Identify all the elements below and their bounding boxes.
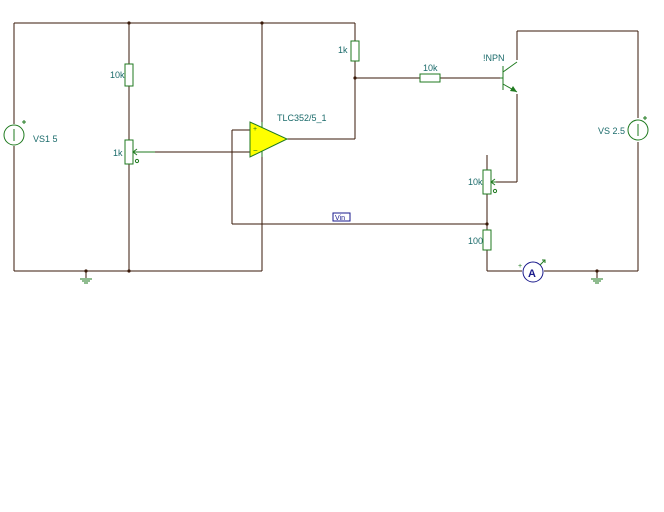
opamp-label: TLC352/5_1 (277, 113, 327, 123)
opamp-tlc352[interactable]: + − TLC352/5_1 (249, 113, 327, 158)
vs1-voltage-source[interactable]: VS1 5 (3, 120, 58, 146)
resistor-10k-base-label: 10k (423, 63, 438, 73)
svg-text:+: + (518, 263, 522, 270)
vin-probe[interactable]: Vin (332, 212, 351, 222)
vs2-label: VS 2.5 (598, 126, 625, 136)
resistor-100-sense[interactable]: 100 (468, 229, 492, 251)
npn-transistor[interactable]: !NPN (483, 53, 518, 93)
ground-symbol-right (591, 278, 603, 284)
resistor-100-sense-label: 100 (468, 236, 483, 246)
svg-text:+: + (253, 126, 257, 133)
right-circuit-wires (486, 30, 639, 278)
resistor-1k-pullup-label: 1k (338, 45, 348, 55)
resistor-1k-pullup[interactable]: 1k (338, 40, 360, 62)
left-circuit-wires (13, 22, 500, 278)
junction-dots (84, 21, 599, 273)
ground-symbol-left (80, 278, 92, 284)
vs1-label: VS1 5 (33, 134, 58, 144)
resistor-10k-base[interactable]: 10k (419, 63, 441, 83)
ammeter[interactable]: A + (518, 259, 546, 283)
potentiometer-10k-right-label: 10k (468, 177, 483, 187)
potentiometer-1k-left[interactable]: 1k (113, 139, 155, 165)
resistor-10k-left-label: 10k (110, 70, 125, 80)
potentiometer-10k-right[interactable]: 10k (468, 169, 498, 195)
resistor-10k-left[interactable]: 10k (110, 63, 134, 87)
npn-transistor-label: !NPN (483, 53, 505, 63)
svg-text:−: − (253, 146, 258, 155)
potentiometer-1k-left-label: 1k (113, 148, 123, 158)
ammeter-label: A (528, 268, 536, 280)
vin-probe-label: Vin (335, 215, 345, 222)
vs2-voltage-source[interactable]: VS 2.5 (598, 116, 649, 141)
